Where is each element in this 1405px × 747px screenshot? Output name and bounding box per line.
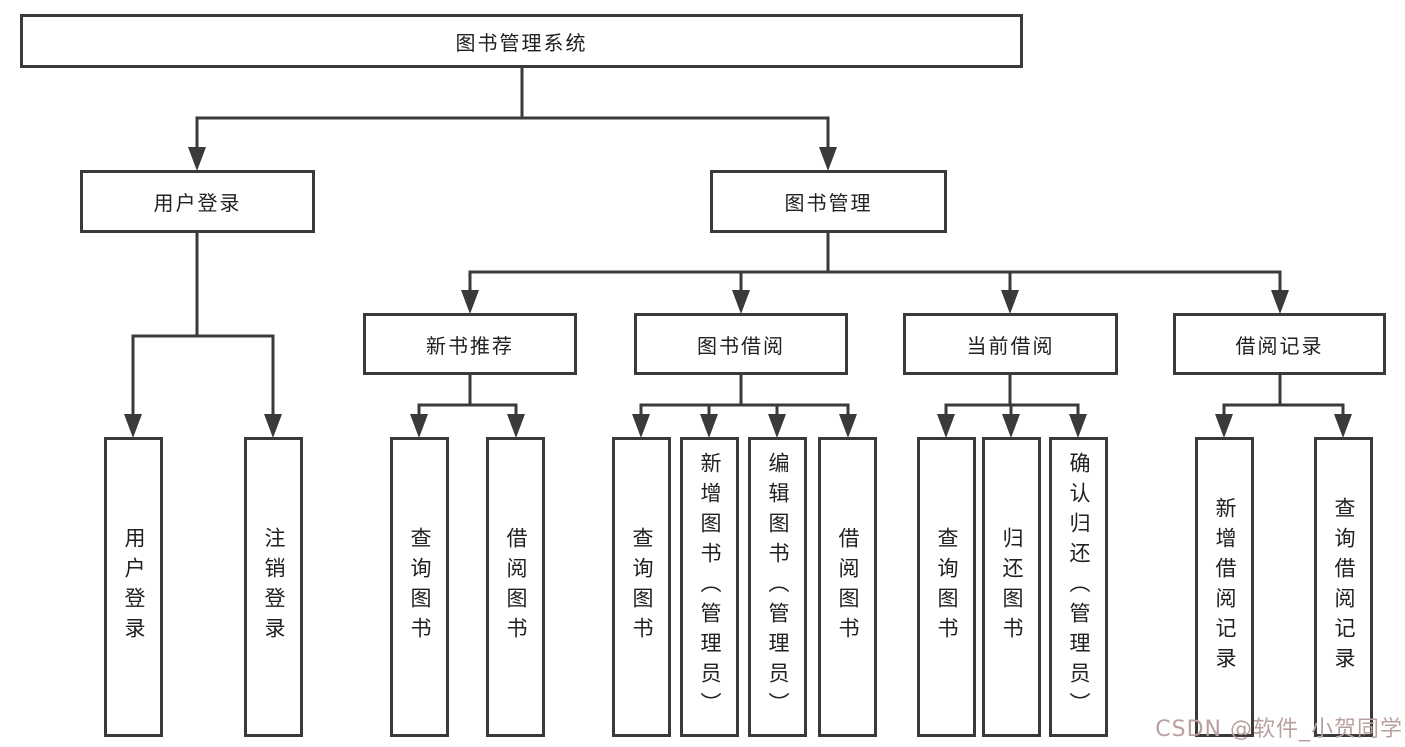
- leaf-borrow-book: 借阅图书: [818, 437, 877, 737]
- leaf-borrow-book-recommend-label: 借阅图书: [504, 527, 528, 647]
- node-new-book-recommend: 新书推荐: [363, 313, 577, 375]
- leaf-query-book-recommend-label: 查询图书: [408, 527, 432, 647]
- node-book-borrow: 图书借阅: [634, 313, 848, 375]
- leaf-confirm-return-admin-label: 确认归还（管理员）: [1067, 452, 1091, 722]
- leaf-add-book-admin: 新增图书（管理员）: [680, 437, 739, 737]
- leaf-logout-login-label: 注销登录: [262, 527, 286, 647]
- node-book-management: 图书管理: [710, 170, 947, 233]
- node-borrow-record: 借阅记录: [1173, 313, 1386, 375]
- leaf-query-borrow-record-label: 查询借阅记录: [1332, 497, 1356, 677]
- node-current-borrow: 当前借阅: [903, 313, 1118, 375]
- leaf-user-login: 用户登录: [104, 437, 163, 737]
- node-book-borrow-label: 图书借阅: [697, 333, 785, 358]
- leaf-query-book-recommend: 查询图书: [390, 437, 449, 737]
- leaf-query-book-current-label: 查询图书: [935, 527, 959, 647]
- node-user-login: 用户登录: [80, 170, 315, 233]
- node-root-system: 图书管理系统: [20, 14, 1023, 68]
- leaf-query-borrow-record: 查询借阅记录: [1314, 437, 1373, 737]
- leaf-confirm-return-admin: 确认归还（管理员）: [1049, 437, 1108, 737]
- leaf-borrow-book-label: 借阅图书: [836, 527, 860, 647]
- node-root-system-label: 图书管理系统: [455, 30, 588, 55]
- leaf-return-book-label: 归还图书: [1000, 527, 1024, 647]
- leaf-return-book: 归还图书: [982, 437, 1041, 737]
- leaf-add-borrow-record: 新增借阅记录: [1195, 437, 1254, 737]
- leaf-add-borrow-record-label: 新增借阅记录: [1213, 497, 1237, 677]
- leaf-edit-book-admin-label: 编辑图书（管理员）: [766, 452, 790, 722]
- leaf-borrow-book-recommend: 借阅图书: [486, 437, 545, 737]
- leaf-query-book-borrow-label: 查询图书: [630, 527, 654, 647]
- node-new-book-recommend-label: 新书推荐: [426, 333, 514, 358]
- leaf-query-book-borrow: 查询图书: [612, 437, 671, 737]
- leaf-logout-login: 注销登录: [244, 437, 303, 737]
- node-user-login-label: 用户登录: [153, 191, 242, 215]
- node-current-borrow-label: 当前借阅: [966, 333, 1055, 358]
- leaf-add-book-admin-label: 新增图书（管理员）: [698, 452, 722, 722]
- csdn-watermark: CSDN @软件_小贺同学: [1155, 717, 1403, 742]
- leaf-edit-book-admin: 编辑图书（管理员）: [748, 437, 807, 737]
- node-book-management-label: 图书管理: [784, 191, 873, 215]
- leaf-user-login-label: 用户登录: [122, 527, 146, 647]
- leaf-query-book-current: 查询图书: [917, 437, 976, 737]
- node-borrow-record-label: 借阅记录: [1235, 333, 1324, 358]
